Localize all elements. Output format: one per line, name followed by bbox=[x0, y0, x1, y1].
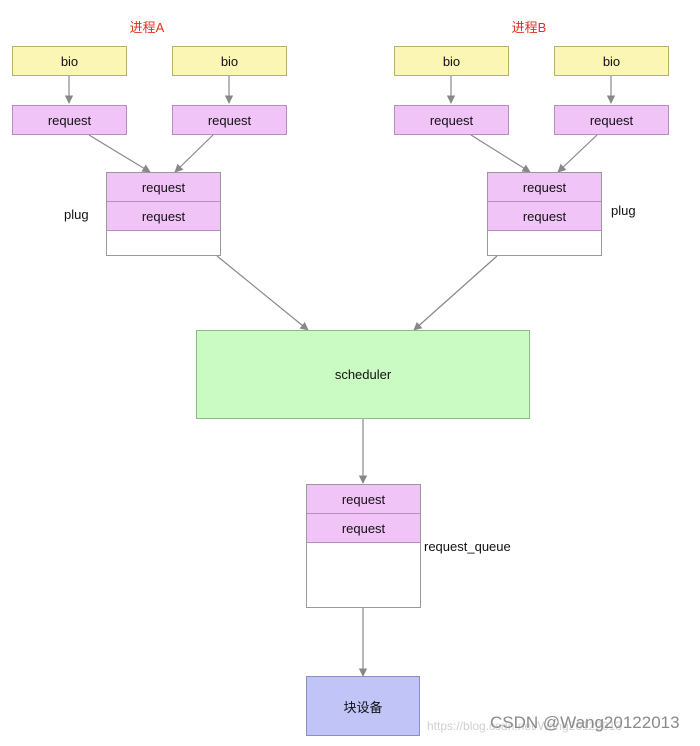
bio-box: bio bbox=[554, 46, 669, 76]
watermark-text: CSDN @Wang20122013 bbox=[490, 713, 680, 732]
request-box: request bbox=[394, 105, 509, 135]
queue-request-cell: request bbox=[307, 485, 420, 514]
arrow-request-to-plug bbox=[174, 134, 214, 173]
arrow-request-to-plug bbox=[470, 134, 531, 173]
request-box: request bbox=[554, 105, 669, 135]
plug-label: plug bbox=[64, 207, 89, 222]
arrow-request-to-plug bbox=[557, 134, 598, 173]
bio-box: bio bbox=[172, 46, 287, 76]
process-b-title: 进程B bbox=[511, 20, 547, 35]
watermark-url: https://blog.csdn.net/Wang20122013 bbox=[427, 719, 623, 733]
plug-request-cell: request bbox=[107, 202, 220, 231]
plug-stack-b: request request bbox=[487, 172, 602, 256]
arrow-request-to-plug bbox=[88, 134, 151, 173]
scheduler-box: scheduler bbox=[196, 330, 530, 419]
bio-box: bio bbox=[394, 46, 509, 76]
request-queue-stack: request request bbox=[306, 484, 421, 608]
request-box: request bbox=[172, 105, 287, 135]
request-box: request bbox=[12, 105, 127, 135]
request-queue-label: request_queue bbox=[424, 539, 511, 554]
plug-stack-a: request request bbox=[106, 172, 221, 256]
plug-request-cell: request bbox=[107, 173, 220, 202]
plug-request-cell: request bbox=[488, 202, 601, 231]
arrow-plug-to-scheduler bbox=[413, 255, 498, 331]
plug-label: plug bbox=[611, 203, 636, 218]
process-a-title: 进程A bbox=[129, 20, 165, 35]
plug-request-cell: request bbox=[488, 173, 601, 202]
block-device-box: 块设备 bbox=[306, 676, 420, 736]
queue-request-cell: request bbox=[307, 514, 420, 543]
arrow-plug-to-scheduler bbox=[216, 255, 309, 331]
bio-box: bio bbox=[12, 46, 127, 76]
